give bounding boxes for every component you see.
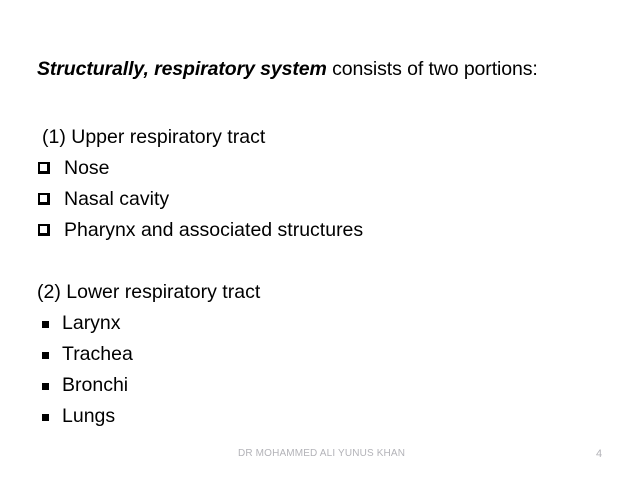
filled-square-bullet-icon — [42, 321, 49, 328]
hollow-square-bullet-icon — [38, 162, 50, 174]
list-item-label: Bronchi — [62, 374, 129, 396]
list-item-label: Nasal cavity — [64, 188, 170, 210]
footer-page-number: 4 — [595, 448, 603, 460]
bullet-list-upper: Nose Nasal cavity Pharynx and associated… — [0, 153, 638, 246]
list-item: Nose — [0, 153, 638, 184]
hollow-square-bullet-icon — [38, 224, 50, 236]
slide-title-emphasis: Structurally, respiratory system — [37, 58, 327, 80]
section-heading-upper: (1) Upper respiratory tract — [42, 126, 266, 148]
list-item-label: Trachea — [62, 343, 133, 365]
bullet-list-lower: Larynx Trachea Bronchi Lungs — [0, 308, 638, 432]
filled-square-bullet-icon — [42, 352, 49, 359]
filled-square-bullet-icon — [42, 414, 49, 421]
section-heading-lower: (2) Lower respiratory tract — [37, 281, 261, 303]
list-item-label: Larynx — [62, 312, 121, 334]
list-item-label: Nose — [64, 157, 110, 179]
list-item: Trachea — [0, 339, 638, 370]
slide-title-rest: consists of two portions: — [326, 58, 538, 80]
section-lower-respiratory-tract: (2) Lower respiratory tract Larynx Trach… — [0, 277, 638, 432]
list-item-label: Pharynx and associated structures — [64, 219, 364, 241]
footer-author-text: DR MOHAMMED ALI YUNUS KHAN — [238, 448, 406, 459]
list-item: Larynx — [0, 308, 638, 339]
slide-title: Structurally, respiratory system consist… — [37, 58, 538, 81]
slide-footer: DR MOHAMMED ALI YUNUS KHAN 4 — [0, 448, 638, 466]
list-item: Lungs — [0, 401, 638, 432]
list-item-label: Lungs — [62, 405, 116, 427]
list-item: Pharynx and associated structures — [0, 215, 638, 246]
section-upper-respiratory-tract: (1) Upper respiratory tract Nose Nasal c… — [0, 122, 638, 246]
list-item: Bronchi — [0, 370, 638, 401]
list-item: Nasal cavity — [0, 184, 638, 215]
hollow-square-bullet-icon — [38, 193, 50, 205]
filled-square-bullet-icon — [42, 383, 49, 390]
